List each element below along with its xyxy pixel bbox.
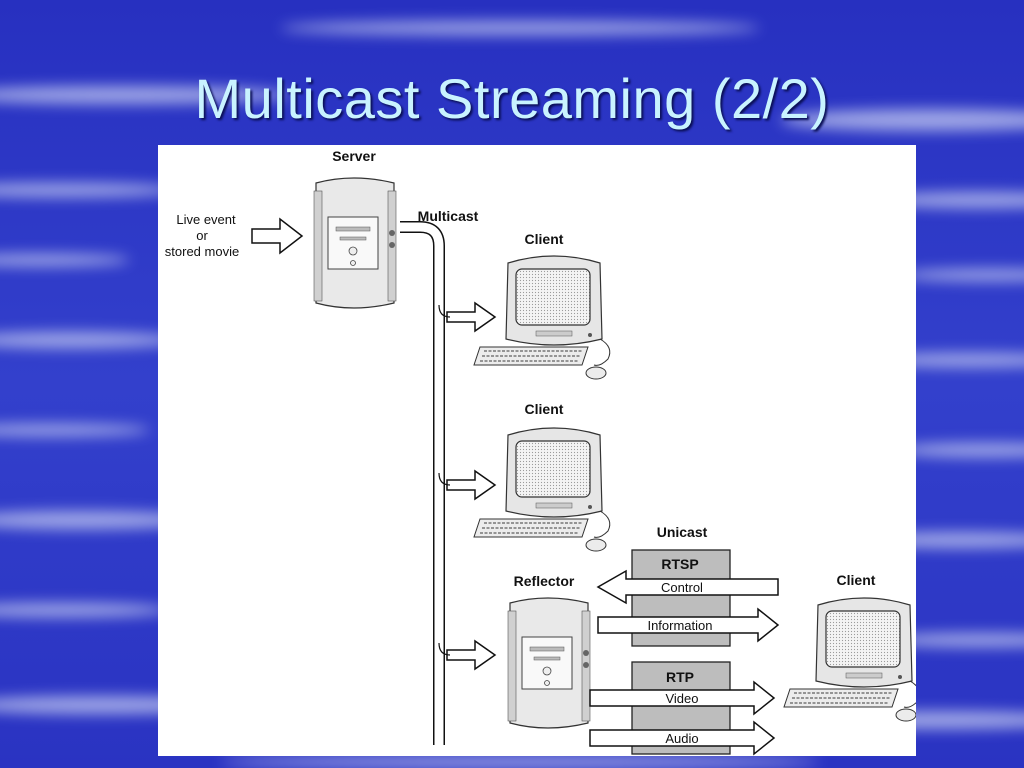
branch-arrow-client-2 — [446, 470, 496, 500]
control-label: Control — [661, 580, 703, 595]
rtp-label: RTP — [666, 669, 694, 685]
client-3-computer — [783, 597, 916, 722]
client-1-label: Client — [525, 231, 564, 247]
input-arrow — [251, 217, 304, 255]
audio-label: Audio — [665, 731, 698, 746]
server-tower — [313, 177, 397, 309]
multicast-label: Multicast — [418, 208, 479, 224]
control-arrow — [596, 569, 779, 605]
video-arrow — [589, 680, 776, 716]
input-label-line2: or — [196, 228, 208, 243]
client-2-label: Client — [525, 401, 564, 417]
slide-title: Multicast Streaming (2/2) — [194, 67, 830, 130]
input-label-line3: stored movie — [165, 244, 239, 259]
information-arrow — [597, 607, 780, 643]
video-label: Video — [665, 691, 698, 706]
audio-arrow — [589, 720, 776, 756]
reflector-label: Reflector — [514, 573, 575, 589]
branch-arrow-client-1 — [446, 302, 496, 332]
client-2-computer — [473, 427, 611, 552]
unicast-label: Unicast — [657, 524, 708, 540]
client-3-label: Client — [837, 572, 876, 588]
reflector-tower — [507, 597, 591, 729]
information-label: Information — [647, 618, 712, 633]
rtsp-label: RTSP — [661, 556, 698, 572]
branch-arrow-reflector — [446, 640, 496, 670]
input-label-line1: Live event — [176, 212, 236, 227]
streaming-diagram: Server Live event or stored movie Multic… — [158, 145, 916, 756]
server-label: Server — [332, 148, 376, 164]
multicast-trunk — [400, 221, 445, 745]
